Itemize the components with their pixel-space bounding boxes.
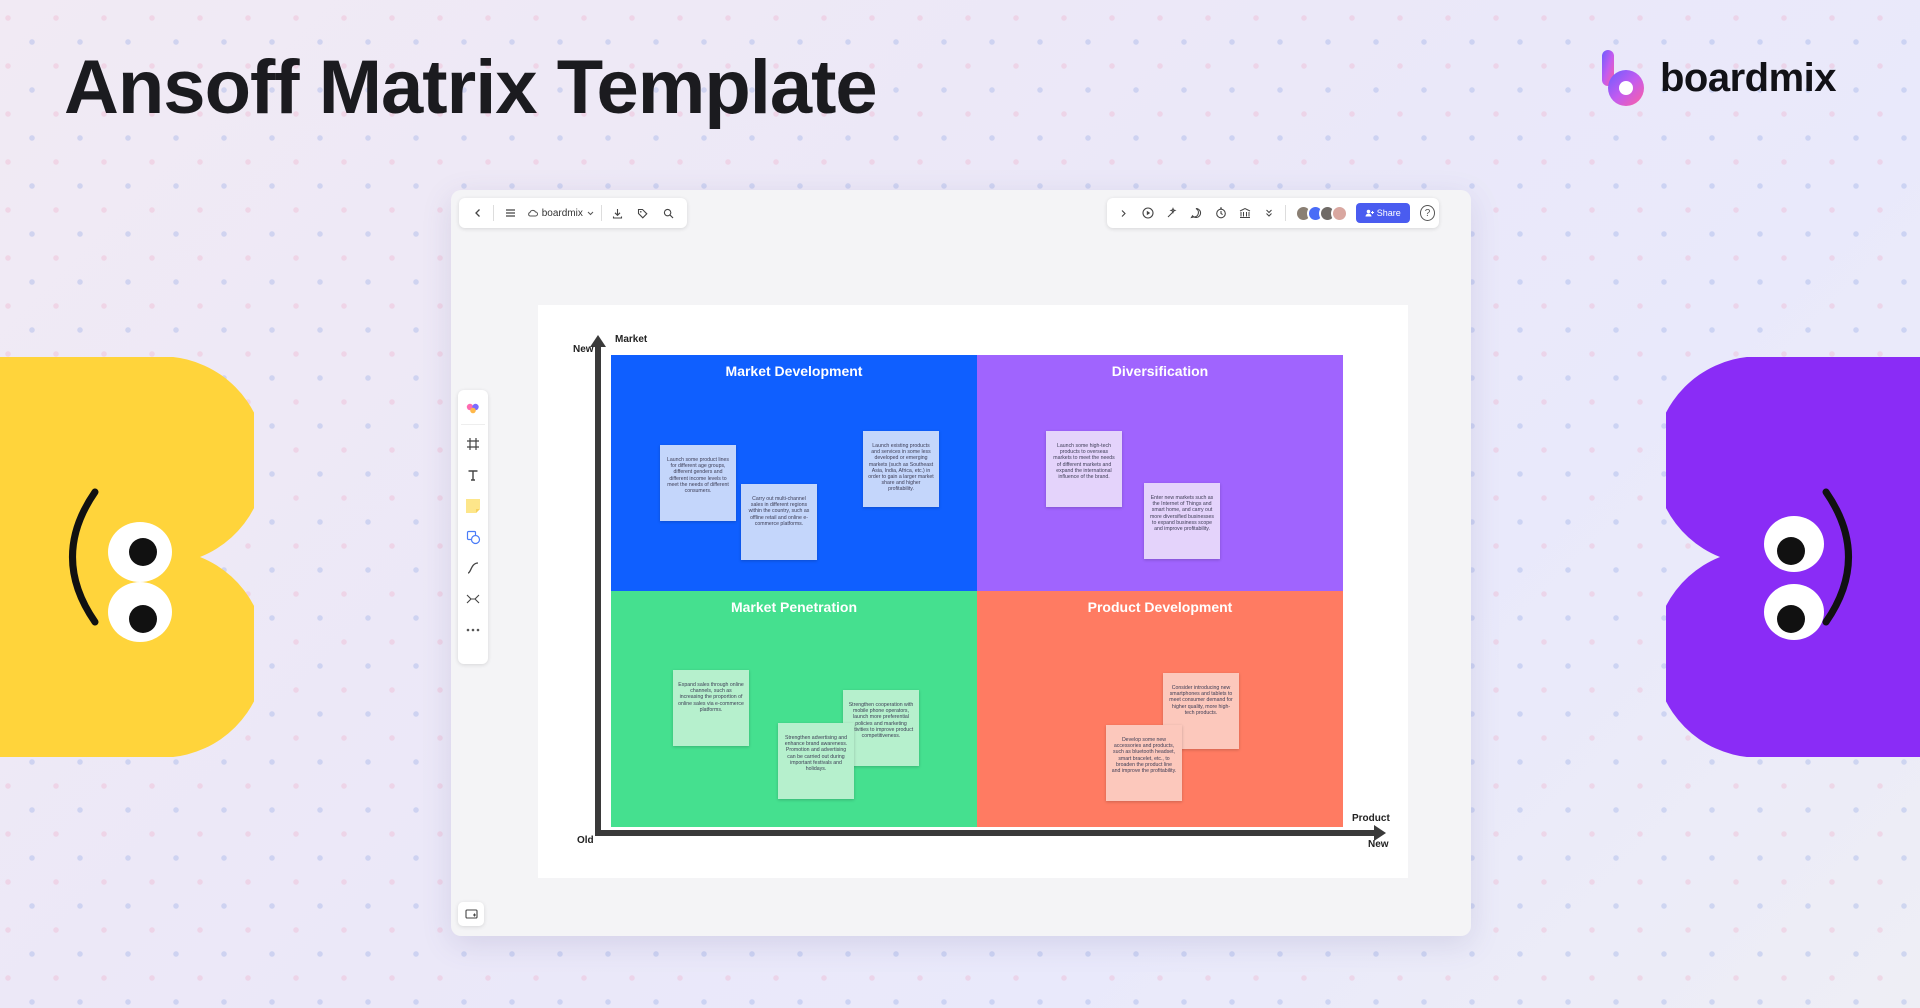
quadrant-product-development[interactable]: Product Development Consider introducing…: [977, 591, 1343, 827]
quadrant-title: Market Development: [725, 363, 863, 379]
cloud-icon: [527, 209, 538, 217]
boardmix-logo-icon: [1602, 50, 1644, 106]
avatar: [1330, 204, 1348, 222]
templates-button[interactable]: [461, 396, 485, 425]
x-axis-label: Product: [1352, 813, 1390, 824]
collaborator-avatars[interactable]: [1294, 204, 1348, 222]
sticky-note[interactable]: Expand sales through online channels, su…: [673, 670, 749, 746]
quadrant-title: Product Development: [1087, 599, 1233, 615]
shape-icon: [466, 530, 480, 544]
origin-label: Old: [577, 835, 594, 846]
comment-button[interactable]: [1184, 200, 1208, 226]
sticky-note[interactable]: Strengthen cooperation with mobile phone…: [843, 690, 919, 766]
sticky-note[interactable]: Launch existing products and services in…: [863, 431, 939, 507]
quadrant-diversification[interactable]: Diversification Launch some high-tech pr…: [977, 355, 1343, 591]
file-name-dropdown[interactable]: boardmix: [523, 208, 598, 219]
help-button[interactable]: ?: [1419, 205, 1436, 221]
timer-icon: [1215, 207, 1226, 219]
sticky-note[interactable]: Enter new markets such as the Internet o…: [1144, 483, 1220, 559]
sticky-note-icon: [466, 499, 480, 513]
sticky-note[interactable]: Strengthen advertising and enhance brand…: [778, 723, 854, 799]
top-right-toolbar: Share ?: [1107, 198, 1439, 228]
sticky-note[interactable]: Launch some high-tech products to overse…: [1046, 431, 1122, 507]
mascot-right-icon: [1666, 357, 1920, 757]
quadrant-market-penetration[interactable]: Market Penetration Expand sales through …: [611, 591, 977, 827]
menu-button[interactable]: [497, 200, 522, 226]
more-toolbar-button[interactable]: [1257, 200, 1281, 226]
quadrant-title: Diversification: [1111, 363, 1209, 379]
timer-button[interactable]: [1209, 200, 1233, 226]
add-user-icon: [1365, 209, 1374, 217]
library-icon: [1239, 207, 1251, 218]
top-left-toolbar: boardmix: [459, 198, 687, 228]
more-tools-button[interactable]: [461, 618, 485, 642]
y-axis-new-label: New: [573, 344, 594, 355]
tag-button[interactable]: [630, 200, 655, 226]
magic-icon: [1167, 207, 1177, 218]
play-icon: [1142, 207, 1154, 219]
divider: [1284, 205, 1286, 221]
sticky-note[interactable]: Launch some product lines for different …: [660, 445, 736, 521]
chevron-right-icon: [1121, 209, 1126, 217]
mindmap-icon: [466, 594, 480, 604]
axes: [590, 335, 1386, 841]
search-icon: [663, 208, 674, 218]
shape-tool[interactable]: [461, 525, 485, 549]
canvas-board[interactable]: Market New Old Product New Market Develo…: [538, 305, 1408, 878]
quadrant-market-development[interactable]: Market Development Launch some product l…: [611, 355, 977, 591]
minimap-button[interactable]: [458, 902, 484, 926]
x-axis-new-label: New: [1368, 839, 1389, 850]
help-icon: ?: [1424, 207, 1431, 219]
more-down-icon: [1266, 209, 1273, 217]
templates-icon: [466, 403, 479, 414]
page-title: Ansoff Matrix Template: [64, 45, 878, 130]
chevron-left-icon: [474, 209, 480, 217]
sticky-note[interactable]: Carry out multi-channel sales in differe…: [741, 484, 817, 560]
file-name: boardmix: [541, 207, 583, 219]
download-button[interactable]: [605, 200, 630, 226]
mascot-left-icon: [0, 357, 254, 757]
frame-icon: [467, 438, 479, 450]
ai-button[interactable]: [1160, 200, 1184, 226]
sticky-note[interactable]: Develop some new accessories and product…: [1106, 725, 1182, 801]
back-button[interactable]: [465, 200, 490, 226]
mindmap-tool[interactable]: [461, 587, 485, 611]
share-button[interactable]: Share: [1355, 203, 1410, 223]
download-icon: [612, 208, 623, 219]
divider: [600, 205, 602, 221]
connector-icon: [467, 562, 479, 574]
brand-name: boardmix: [1660, 55, 1837, 100]
sticky-note-tool[interactable]: [461, 494, 485, 518]
library-button[interactable]: [1233, 200, 1257, 226]
tag-icon: [638, 208, 648, 219]
app-window: boardmix: [451, 190, 1471, 936]
connector-tool[interactable]: [461, 556, 485, 580]
menu-icon: [505, 209, 515, 217]
comment-icon: [1190, 207, 1202, 219]
quadrant-title: Market Penetration: [730, 599, 858, 615]
brand: boardmix: [1600, 48, 1837, 108]
more-icon: [466, 628, 480, 632]
y-axis-label: Market: [615, 334, 648, 345]
chevron-down-icon: [587, 211, 594, 215]
search-button[interactable]: [656, 200, 681, 226]
left-toolbar: [458, 390, 488, 664]
present-button[interactable]: [1135, 200, 1159, 226]
text-tool[interactable]: [461, 463, 485, 487]
divider: [493, 205, 495, 221]
share-label: Share: [1376, 208, 1401, 218]
collapse-toolbar-button[interactable]: [1111, 200, 1135, 226]
frame-tool[interactable]: [461, 432, 485, 456]
minimap-icon: [464, 908, 478, 919]
text-icon: [468, 470, 478, 481]
